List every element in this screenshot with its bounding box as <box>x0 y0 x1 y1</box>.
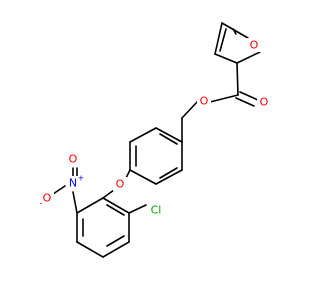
bond-line <box>102 197 130 214</box>
bond-line <box>236 51 261 64</box>
nitro-nitrogen-charge: + <box>78 174 85 183</box>
label-mask <box>197 94 211 108</box>
bond-line <box>102 241 130 258</box>
ether-oxygen-label: O <box>116 178 125 191</box>
bond-line <box>159 133 178 145</box>
label-mask <box>148 203 164 217</box>
nitro-oxygen-charge: - <box>40 199 43 208</box>
bond-line <box>155 127 183 143</box>
bond-line <box>155 169 183 185</box>
label-mask <box>113 177 127 191</box>
label-mask <box>257 95 271 109</box>
nitro-nitrogen-label: N <box>69 177 77 190</box>
bond-line <box>129 127 157 143</box>
bond-line <box>221 22 249 39</box>
bond-line <box>219 28 227 52</box>
bond-line <box>52 185 66 195</box>
label-mask <box>247 38 261 52</box>
bond-line <box>106 204 125 216</box>
chlorine-label: Cl <box>151 204 162 217</box>
bond-line <box>214 53 238 64</box>
bond-line <box>214 22 223 55</box>
atom-labels: O O O O N + O O - Cl <box>40 38 271 217</box>
bond-line <box>235 97 255 107</box>
bond-line <box>129 169 157 185</box>
ester-oxygen-label: O <box>200 95 209 108</box>
bond-line <box>102 189 115 199</box>
chemical-structure-diagram: O O O O N + O O - Cl <box>39 22 271 258</box>
carbonyl-oxygen-label: O <box>260 96 269 109</box>
nitro-oxygen-top-label: O <box>69 153 78 166</box>
nitro-oxygen-left-label: O <box>43 192 52 205</box>
bond-line <box>236 62 239 96</box>
bond-line <box>232 28 237 35</box>
bond-lines <box>52 22 261 258</box>
bond-line <box>128 204 147 214</box>
bond-line <box>159 167 178 179</box>
bond-line <box>106 235 125 247</box>
bond-line <box>76 241 104 258</box>
bond-line <box>239 91 259 101</box>
label-mask <box>66 176 80 190</box>
bond-line <box>181 100 199 119</box>
label-mask <box>66 152 80 166</box>
bond-line <box>72 191 78 214</box>
label-mask <box>40 191 54 205</box>
bond-line <box>76 197 104 214</box>
bond-line <box>209 94 239 103</box>
furan-oxygen-label: O <box>250 39 259 52</box>
